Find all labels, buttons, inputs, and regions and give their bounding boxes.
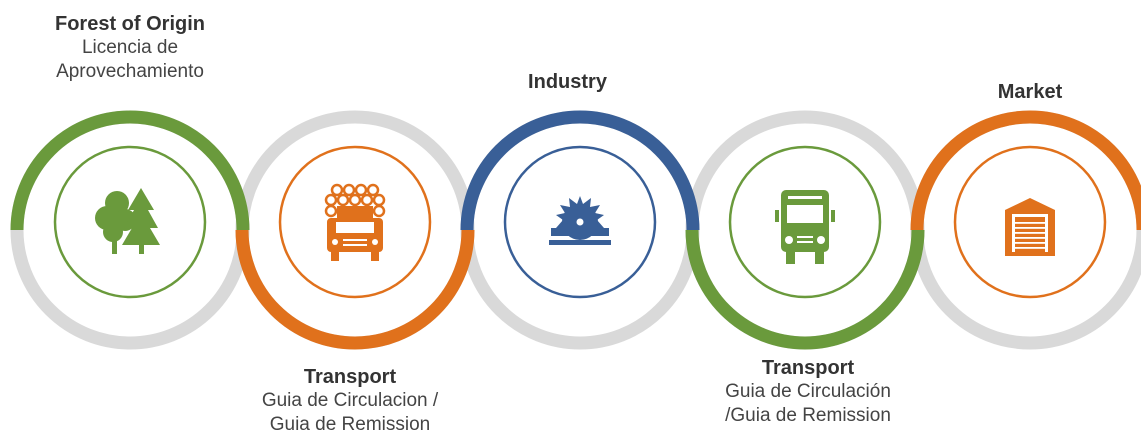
stage-title-transport-2: Transport (761, 357, 855, 379)
log-truck-icon (324, 183, 386, 261)
stage-label-forest: Forest of Origin Licencia de Aprovechami… (20, 12, 240, 84)
ring-arc-transport-1 (235, 229, 475, 350)
sawmill-icon (549, 196, 611, 245)
warehouse-icon (1005, 198, 1055, 256)
stage-title-transport-1: Transport (303, 366, 397, 388)
stage-label-transport-1: Transport Guia de Circulacion / Guia de … (225, 365, 475, 437)
stage-doc-transport-1-line-1: Guia de Circulacion / (261, 390, 439, 411)
trees-icon (95, 188, 160, 254)
stage-doc-transport-2-line-2: /Guia de Remission (725, 405, 891, 426)
stage-doc-forest-line-1: Licencia de (81, 37, 179, 58)
stage-title-market: Market (997, 81, 1063, 103)
ring-arc-market (910, 110, 1141, 231)
ring-arc-transport-2 (685, 229, 925, 350)
stage-label-market: Market (950, 80, 1110, 104)
ring-arcs (10, 110, 1141, 350)
truck-icon (775, 190, 835, 264)
stage-doc-forest-line-2: Aprovechamiento (56, 61, 204, 82)
stage-title-industry: Industry (528, 71, 607, 93)
stage-title-forest: Forest of Origin (55, 13, 205, 35)
ring-arc-industry (460, 110, 700, 231)
stage-label-transport-2: Transport Guia de Circulación /Guia de R… (683, 356, 933, 428)
stage-label-industry: Industry (480, 70, 655, 94)
ring-arc-forest (10, 110, 250, 231)
stage-doc-transport-1-line-2: Guia de Remission (269, 414, 431, 435)
stage-doc-transport-2-line-1: Guia de Circulación (725, 381, 891, 402)
